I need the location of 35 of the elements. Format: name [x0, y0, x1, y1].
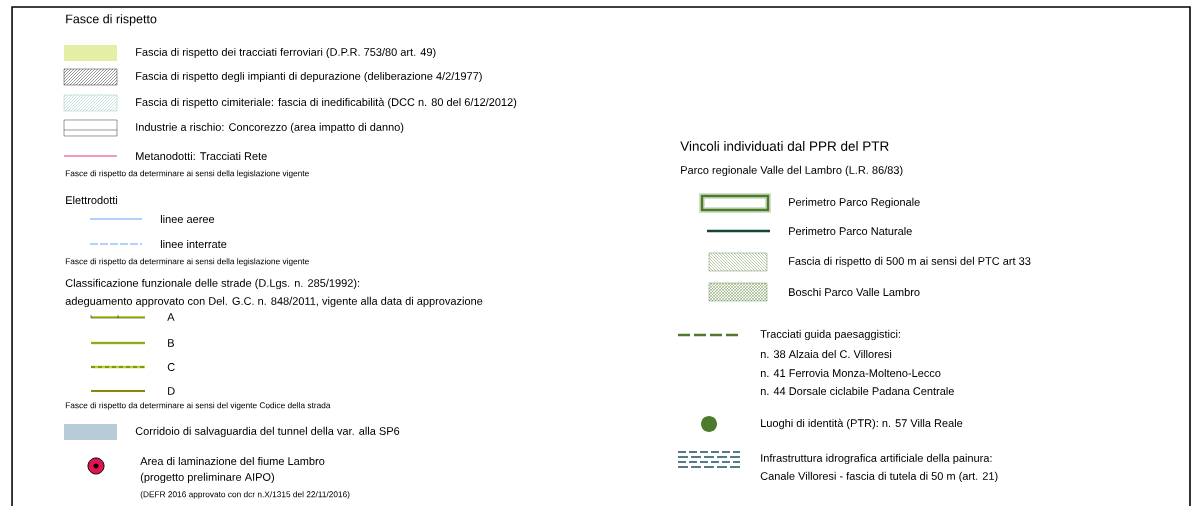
legend-label: D [168, 387, 175, 395]
label-text: adeguamento approvato con Del. G.C. n. 848/2011, vigente alla data di approvazione [65, 296, 483, 308]
legend-label: Infrastruttura idrografica artificiale della painura: [761, 453, 992, 465]
label-text: Elettrodotti [66, 195, 118, 205]
legend-label: Fascia di rispetto dei tracciati ferroviari (D.P.R. 753/80 art. 49) [136, 47, 436, 59]
legend-label: Metanodotti: Tracciati Rete [136, 151, 267, 161]
label-text: n. 38 Alzaia del C. Villoresi [760, 349, 892, 359]
legend-label: Fascia di rispetto cimiteriale: fascia di inedificabilità (DCC n. 80 del 6/12/2012) [136, 97, 517, 109]
label-text: n. 41 Ferrovia Monza-Molteno-Lecco [760, 368, 941, 378]
label-text: Canale Villoresi - fascia di tutela di 50 m (art. 21) [760, 471, 998, 483]
legend-label: C [167, 363, 175, 371]
legend-label: Luoghi di identità (PTR): n. 57 Villa Reale [761, 418, 963, 430]
legend-label: Fascia di rispetto degli impianti di depurazione (deliberazione 4/2/1977) [136, 71, 482, 83]
legend-label: Tracciati guida paesaggistici: [760, 329, 900, 341]
legend-label: Perimetro Parco Regionale [789, 197, 920, 209]
legend-label: Industrie a rischio: Concorezzo (area impatto di danno) [136, 122, 404, 134]
heading: Vincoli individuati dal PPR del PTR [680, 141, 889, 151]
label-text: (progetto preliminare AIPO) [140, 472, 274, 484]
legend-label: A [167, 313, 175, 321]
legend-label: Fascia di rispetto di 500 m ai sensi del PTC art 33 [789, 256, 1031, 268]
legend-label: Perimetro Parco Naturale [789, 226, 912, 236]
legend-label: Area di laminazione del fiume Lambro [140, 456, 325, 466]
legend-label: Boschi Parco Valle Lambro [789, 287, 920, 297]
legend-label: Corridoio di salvaguardia del tunnel della var. alla SP6 [135, 426, 400, 438]
label-text: n. 44 Dorsale ciclabile Padana Centrale [760, 386, 954, 396]
legend-label: linee aeree [160, 214, 215, 224]
legend-label: B [168, 339, 174, 347]
label-text: Classificazione funzionale delle strade (D.Lgs. n. 285/1992): [65, 278, 360, 290]
heading: Fasce di rispetto [66, 14, 157, 26]
note-text: (DEFR 2016 approvato con dcr n.X/1315 del 22/11/2016) [140, 491, 350, 499]
note-text: Fasce di rispetto da determinare ai sensi della legislazione vigente [65, 258, 309, 266]
label-text: Parco regionale Valle del Lambro (L.R. 86/83) [681, 165, 903, 177]
note-text: Fasce di rispetto da determinare ai sensi del vigente Codice della strada [65, 402, 331, 410]
legend-label: linee interrate [160, 239, 227, 249]
note-text: Fasce di rispetto da determinare ai sensi della legislazione vigente [65, 170, 309, 178]
